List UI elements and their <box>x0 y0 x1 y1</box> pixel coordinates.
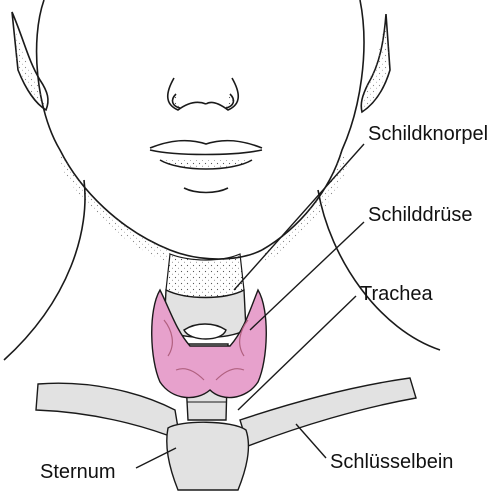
sternum-bone <box>167 422 249 490</box>
lips <box>150 141 262 193</box>
nose <box>168 78 239 110</box>
head-outline <box>12 0 390 259</box>
skin-shading <box>14 20 390 262</box>
label-trachea: Trachea <box>360 284 433 304</box>
label-schildknorpel: Schildknorpel <box>368 124 488 144</box>
leader-line-schildknorpel <box>234 144 364 290</box>
leader-line-schluesselbein <box>296 424 326 458</box>
label-schluesselbein: Schlüsselbein <box>330 452 453 472</box>
label-schilddruese: Schilddrüse <box>368 205 473 225</box>
leader-line-schilddruese <box>250 222 364 330</box>
label-sternum: Sternum <box>40 462 116 482</box>
